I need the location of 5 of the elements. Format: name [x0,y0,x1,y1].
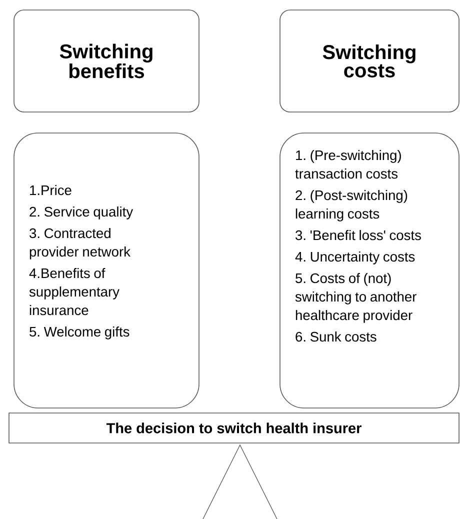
heading-box: Switching costs [280,10,460,112]
heading-box: Switching benefits [14,10,200,112]
list-box: 1. (Pre-switching) transaction costs 2. (Post-switching) learning costs 3. 'Benefit loss' costs 4. Uncertainty costs 5. Costs of (not) switching to another healthcare provider 6. Sunk costs [280,132,460,408]
list-box: 1.Price 2. Service quality 3. Contracted provider network 4.Benefits of supplementary insurance 5. Welcome gifts [14,132,200,408]
beam-box: The decision to switch health insurer [8,412,460,444]
